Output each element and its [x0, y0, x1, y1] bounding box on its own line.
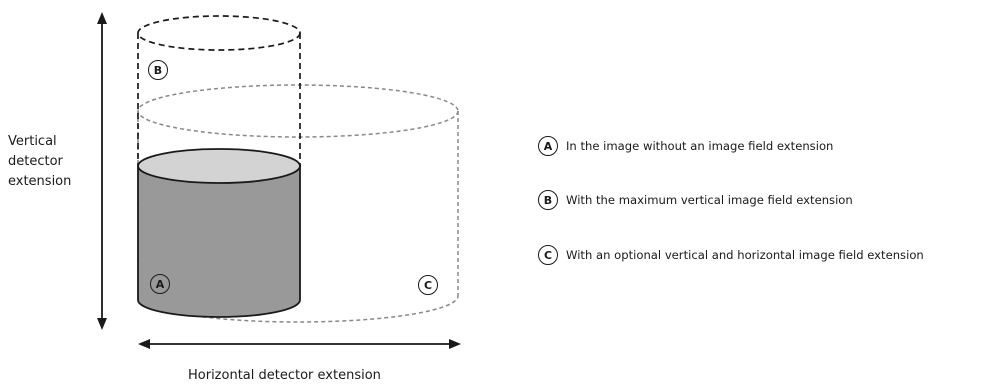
- vertical-label-line-3: extension: [8, 174, 72, 189]
- vertical-label-line-1: Vertical: [8, 134, 57, 149]
- legend-marker-c: C: [538, 245, 558, 265]
- legend-text-a: In the image without an image field exte…: [566, 139, 834, 153]
- vertical-detector-extension-label: Vertical detector extension: [8, 132, 88, 192]
- legend-marker-a: A: [538, 136, 558, 156]
- cylinder-a-marker: A: [150, 274, 170, 294]
- cylinder-b-outline: [137, 15, 301, 166]
- vertical-extension-arrow: [97, 12, 107, 330]
- legend-text-b: With the maximum vertical image field ex…: [566, 193, 853, 207]
- horizontal-extension-arrow: [138, 339, 461, 349]
- legend-item-c: C With an optional vertical and horizont…: [538, 245, 924, 265]
- legend-item-b: B With the maximum vertical image field …: [538, 190, 853, 210]
- horizontal-detector-extension-label: Horizontal detector extension: [188, 368, 381, 383]
- vertical-label-line-2: detector: [8, 154, 63, 169]
- cylinder-a: [137, 148, 301, 318]
- legend-marker-b: B: [538, 190, 558, 210]
- cylinder-c-marker: C: [418, 275, 438, 295]
- cylinder-b-marker: B: [148, 60, 168, 80]
- legend-item-a: A In the image without an image field ex…: [538, 136, 833, 156]
- legend-text-c: With an optional vertical and horizontal…: [566, 248, 924, 262]
